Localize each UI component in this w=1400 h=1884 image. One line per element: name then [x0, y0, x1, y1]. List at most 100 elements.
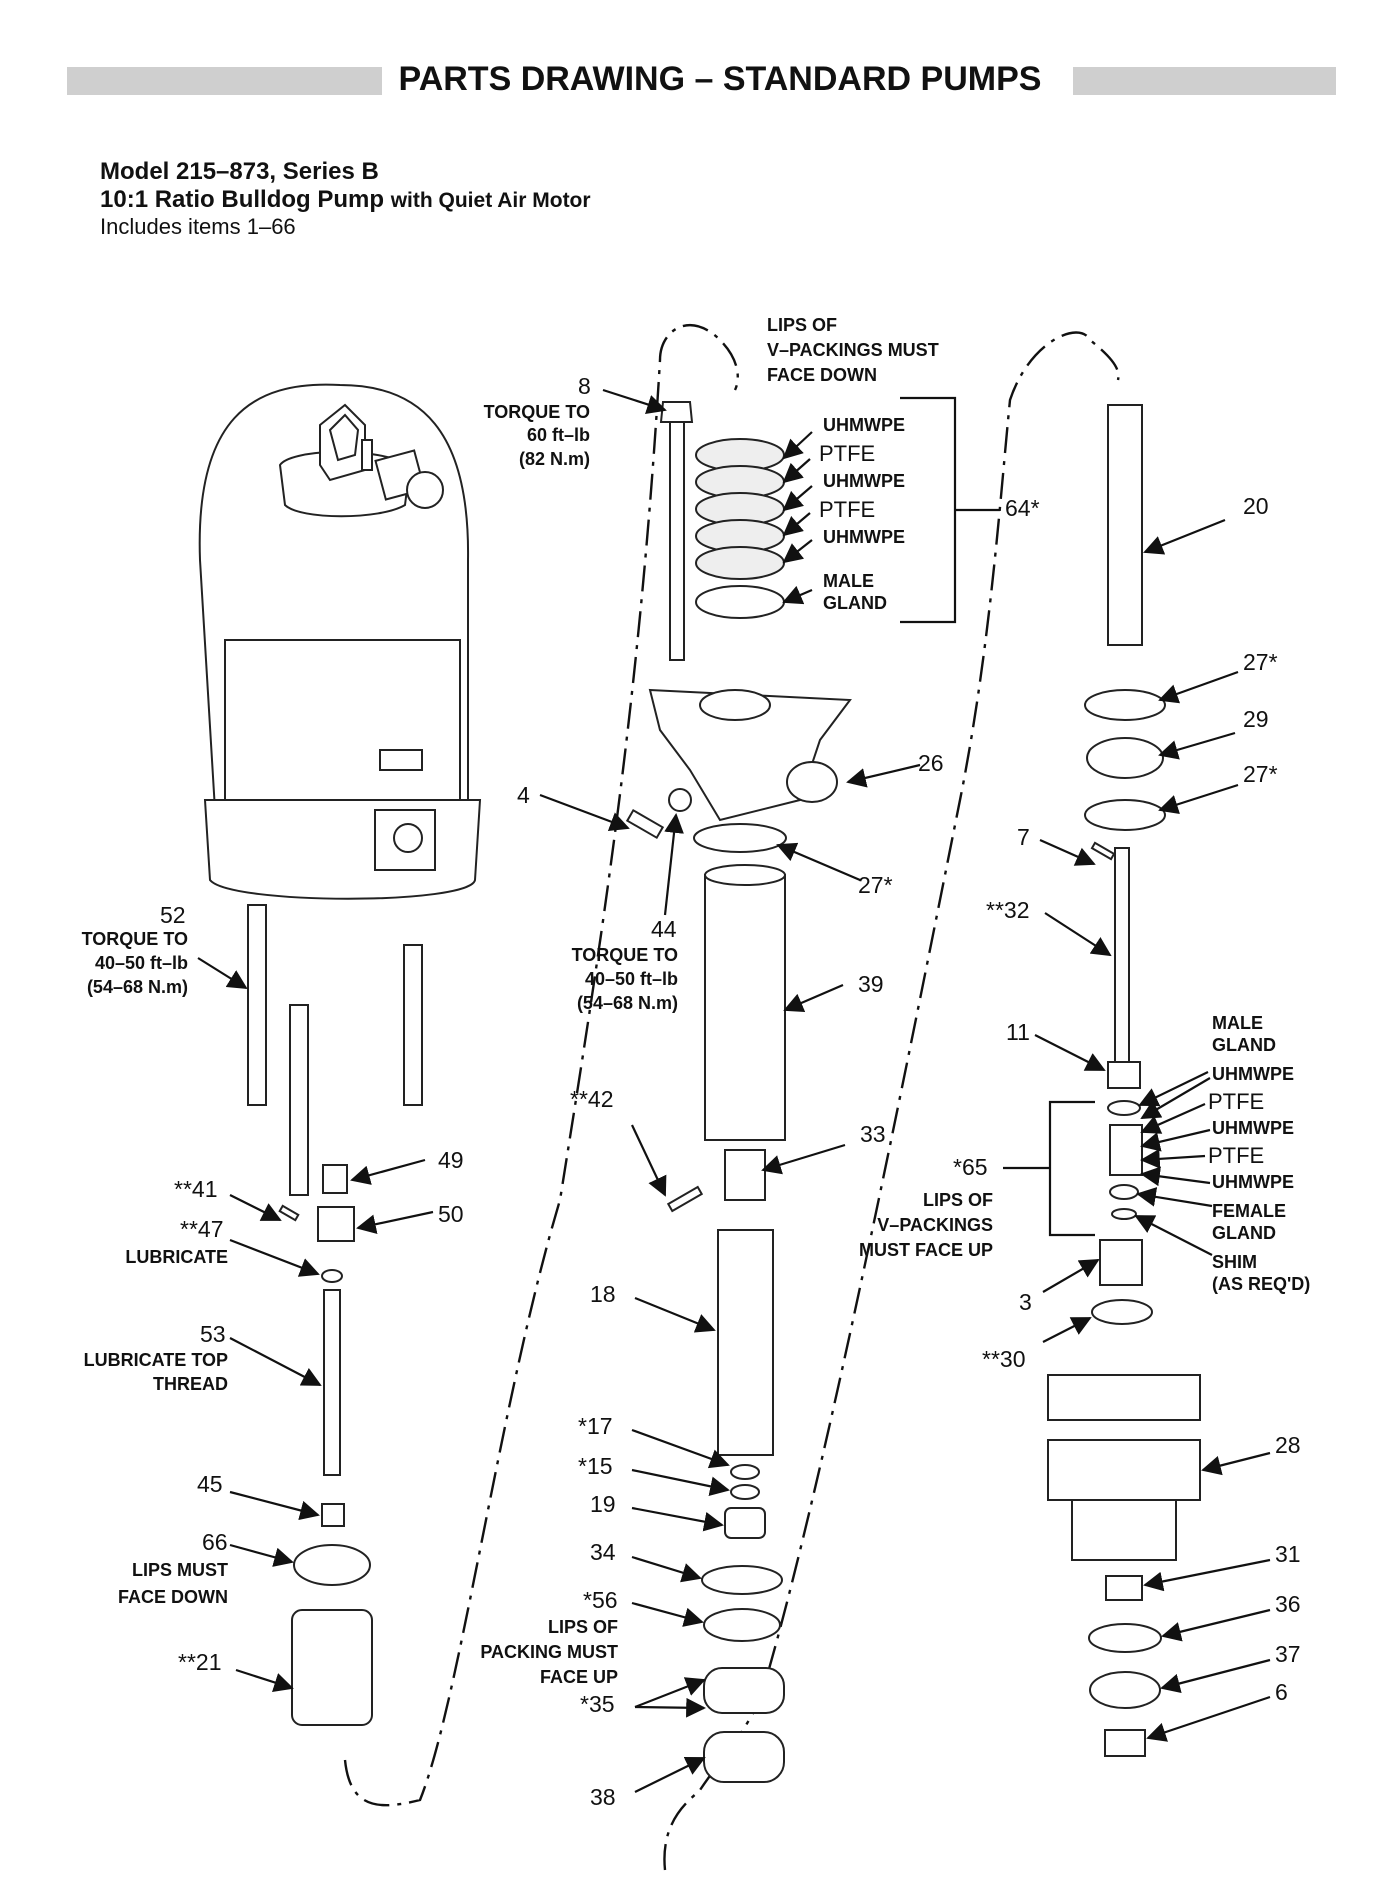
callout-32: **32 — [986, 897, 1029, 923]
leader-17 — [631, 1428, 730, 1469]
part-11-nut — [1107, 1061, 1141, 1089]
model-number: Model 215–873, Series B — [100, 158, 379, 185]
note-lips-down-line2: V–PACKINGS MUST — [767, 340, 939, 360]
leader-39 — [783, 983, 844, 1013]
part-3-housing — [1099, 1239, 1143, 1286]
part-7-pin — [1090, 841, 1116, 861]
part-28-body — [1047, 1439, 1201, 1501]
part-38-valve — [703, 1731, 785, 1783]
part-53-rod — [323, 1289, 341, 1476]
male-gland — [695, 585, 785, 619]
callout-17: *17 — [578, 1413, 613, 1439]
part-37-seat — [1089, 1671, 1161, 1709]
label-uhmwpe-2: UHMWPE — [823, 471, 905, 491]
leader-27c — [776, 842, 861, 882]
tie-rods — [247, 904, 423, 1196]
model-description-main: 10:1 Ratio Bulldog Pump — [100, 186, 385, 213]
right-stack-parts — [1047, 404, 1201, 1757]
label-uhmwpe-1: UHMWPE — [823, 415, 905, 435]
callout-15: *15 — [578, 1453, 613, 1479]
part-41-pin — [278, 1204, 300, 1222]
leader-ptfe-2 — [782, 512, 811, 537]
part-6-nut — [1104, 1729, 1146, 1757]
callout-36: 36 — [1275, 1591, 1301, 1617]
part-66-packing — [293, 1544, 371, 1586]
bracket-65 — [1003, 1100, 1095, 1237]
note-torque-60-line1: TORQUE TO — [484, 402, 590, 422]
v-packing-stack — [1109, 1124, 1143, 1176]
label-r-uhmwpe-3: UHMWPE — [1212, 1172, 1294, 1192]
callout-4: 4 — [517, 782, 530, 808]
leader-21 — [235, 1668, 294, 1692]
note-lips-down-line3: FACE DOWN — [767, 365, 877, 385]
note-lips-56-line2: PACKING MUST — [480, 1642, 618, 1662]
callout-50: 50 — [438, 1201, 464, 1227]
callout-64: 64* — [1005, 495, 1040, 521]
note-lubricate-47: LUBRICATE — [125, 1247, 228, 1267]
leader-8 — [602, 388, 667, 414]
callout-20: 20 — [1243, 493, 1269, 519]
leader-33 — [761, 1143, 846, 1175]
callout-27c: 27* — [858, 872, 893, 898]
note-torque-44-line1: TORQUE TO — [572, 945, 678, 965]
callout-53: 53 — [200, 1321, 226, 1347]
part-30-bearing — [1091, 1299, 1153, 1325]
leader-52 — [197, 957, 248, 990]
note-lips-66-line1: LIPS MUST — [132, 1560, 228, 1580]
leader-7 — [1039, 838, 1096, 866]
leader-shim — [1134, 1215, 1213, 1256]
part-8-bolt — [669, 419, 685, 661]
callout-33: 33 — [860, 1121, 886, 1147]
label-shim-line2: (AS REQ'D) — [1212, 1274, 1310, 1294]
part-31-nut — [1105, 1575, 1143, 1601]
middle-stack-parts — [625, 401, 852, 1783]
leader-ruhmwpe-3 — [1140, 1166, 1211, 1187]
part-39-cylinder — [704, 874, 786, 1141]
callout-39: 39 — [858, 971, 884, 997]
callout-47: **47 — [180, 1216, 223, 1242]
lifting-ring-eye — [328, 413, 360, 462]
callout-8: 8 — [578, 373, 591, 399]
leader-28 — [1201, 1451, 1271, 1476]
part-29-piston — [1086, 737, 1164, 779]
leader-34 — [631, 1555, 702, 1583]
note-lips-up-line1: LIPS OF — [923, 1190, 993, 1210]
callout-6: 6 — [1275, 1679, 1288, 1705]
leader-ptfe-1 — [782, 458, 811, 484]
note-torque-44-line2: 40–50 ft–lb — [585, 969, 678, 989]
leader-44 — [663, 813, 684, 916]
callout-35: *35 — [580, 1691, 615, 1717]
header-bar-right — [1073, 67, 1336, 95]
leader-11 — [1034, 1034, 1106, 1071]
female-gland — [1109, 1184, 1139, 1200]
note-lubricate-53-line1: LUBRICATE TOP — [84, 1350, 228, 1370]
part-28-outlet — [1071, 1499, 1177, 1561]
label-r-male-gland-line2: GLAND — [1212, 1035, 1276, 1055]
leader-50 — [356, 1210, 434, 1234]
leader-26 — [846, 763, 921, 788]
v-packing — [695, 546, 785, 580]
air-inlet-port — [393, 823, 423, 853]
part-27-gasket — [1084, 799, 1166, 831]
leader-rmale-gland — [1138, 1071, 1209, 1107]
leader-29 — [1158, 731, 1236, 760]
leader-53 — [229, 1337, 322, 1386]
part-35-cup — [703, 1667, 785, 1714]
tie-rod — [289, 1004, 309, 1196]
leader-31 — [1143, 1558, 1271, 1592]
assembly-path-lines — [343, 323, 1120, 1871]
leader-15 — [631, 1468, 730, 1497]
tie-rod — [247, 904, 267, 1106]
part-27-gasket — [1084, 689, 1166, 721]
male-gland — [1107, 1100, 1141, 1116]
part-39-top — [704, 864, 786, 886]
callout-65: *65 — [953, 1154, 988, 1180]
leader-27b — [1158, 783, 1239, 814]
leader-4 — [539, 793, 630, 832]
leader-41 — [229, 1194, 282, 1221]
note-lips-up-line2: V–PACKINGS — [877, 1215, 993, 1235]
part-50-nut — [317, 1206, 355, 1242]
part-49-collar — [322, 1164, 348, 1194]
callout-labels: 8 TORQUE TO 60 ft–lb (82 N.m) LIPS OF V–… — [82, 315, 1311, 1810]
